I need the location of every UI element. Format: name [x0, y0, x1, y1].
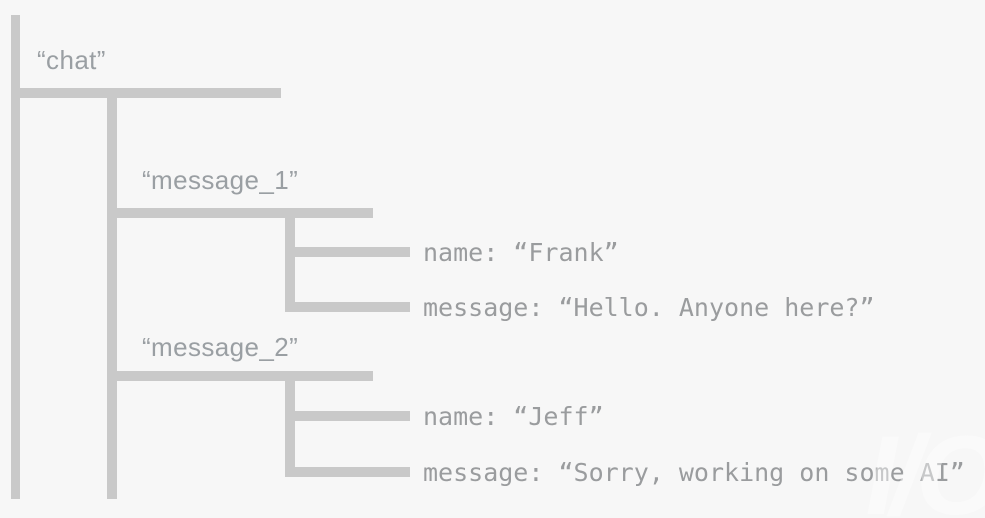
edge-message2-message-branch [285, 467, 410, 477]
edge-message2-trunk-vertical [285, 371, 295, 477]
edge-message1-message-branch [285, 302, 410, 312]
node-label-message-2: “message_2” [142, 332, 299, 362]
leaf-message1-name: name: “Frank” [423, 238, 619, 267]
edge-messages-trunk-vertical [107, 88, 117, 499]
edge-message1-name-branch [285, 247, 410, 257]
leaf-message2-message: message: “Sorry, working on some AI” [423, 458, 965, 487]
leaf-message2-name: name: “Jeff” [423, 402, 604, 431]
edge-chat-trunk-vertical [11, 15, 20, 499]
edge-message2-name-branch [285, 411, 410, 421]
node-label-chat: “chat” [37, 45, 106, 75]
node-label-message-1: “message_1” [142, 165, 299, 195]
edge-message2-bar-horizontal [107, 371, 373, 381]
edge-chat-bar-horizontal [11, 88, 281, 98]
edge-message1-trunk-vertical [285, 208, 295, 312]
leaf-message1-message: message: “Hello. Anyone here?” [423, 293, 875, 322]
edge-message1-bar-horizontal [107, 208, 373, 218]
